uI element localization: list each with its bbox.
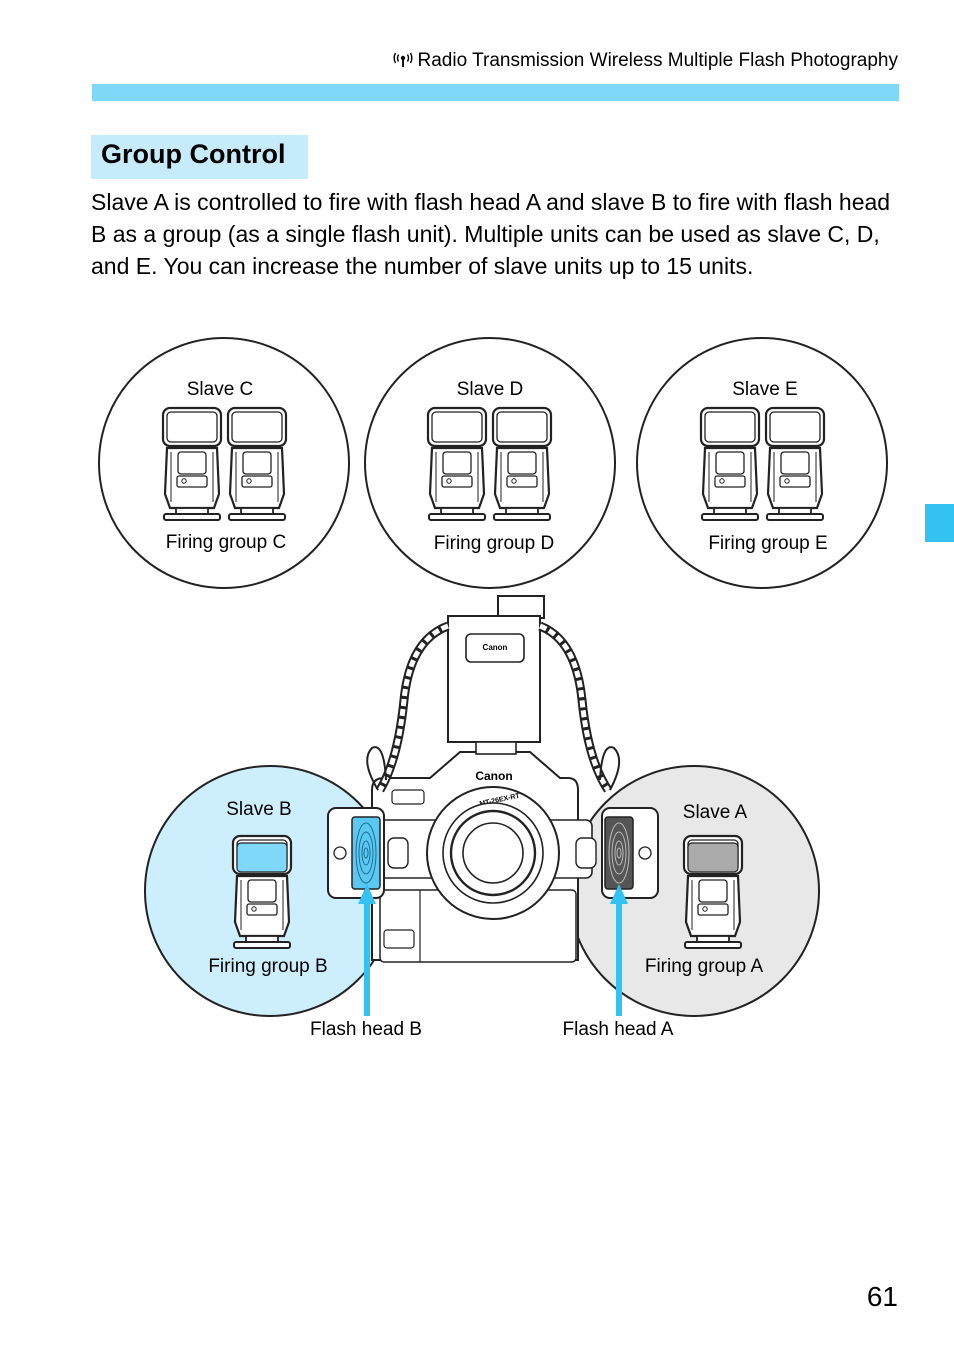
speedlite-icon [161, 406, 223, 522]
flash-head-a [604, 816, 634, 890]
slave-e-label: Slave E [732, 379, 797, 400]
slave-d-group-label: Firing group D [434, 533, 554, 554]
speedlite-icon [226, 406, 288, 522]
flash-head-b-arrow [358, 884, 376, 1016]
chapter-tab [925, 504, 954, 542]
section-title: Group Control [91, 135, 308, 179]
speedlite-icon [764, 406, 826, 522]
header-title: Radio Transmission Wireless Multiple Fla… [417, 50, 898, 71]
slave-c-group-label: Firing group C [166, 532, 286, 553]
flash-brand: Canon [483, 643, 508, 652]
speedlite-icon [426, 406, 488, 522]
radio-transmission-icon [392, 52, 413, 67]
slave-a-label: Slave A [683, 802, 748, 823]
slave-b-label: Slave B [226, 799, 291, 820]
page-header: Radio Transmission Wireless Multiple Fla… [392, 50, 898, 72]
slave-a-group-label: Firing group A [645, 956, 764, 977]
section-body: Slave A is controlled to fire with flash… [91, 189, 891, 279]
page-number: 61 [866, 1281, 898, 1312]
slave-d-label: Slave D [457, 379, 524, 400]
slave-c-label: Slave C [187, 379, 254, 400]
slave-c-circle: Slave C Firing group C [98, 337, 350, 589]
header-bar [92, 84, 899, 101]
flash-head-a-arrow [610, 884, 628, 1016]
slave-d-circle: Slave D Firing group D [364, 337, 616, 589]
flash-head-b [351, 816, 381, 890]
slave-e-group-label: Firing group E [708, 533, 827, 554]
flash-head-b-label: Flash head B [310, 1019, 422, 1040]
slave-e-circle: Slave E Firing group E [636, 337, 888, 589]
camera-with-macro-twin-lite: Canon Canon MT-26EX-RT [327, 595, 659, 963]
speedlite-icon [699, 406, 761, 522]
slave-b-group-label: Firing group B [208, 956, 327, 977]
speedlite-icon [491, 406, 553, 522]
camera-brand: Canon [475, 769, 512, 783]
flash-head-a-label: Flash head A [563, 1019, 674, 1040]
